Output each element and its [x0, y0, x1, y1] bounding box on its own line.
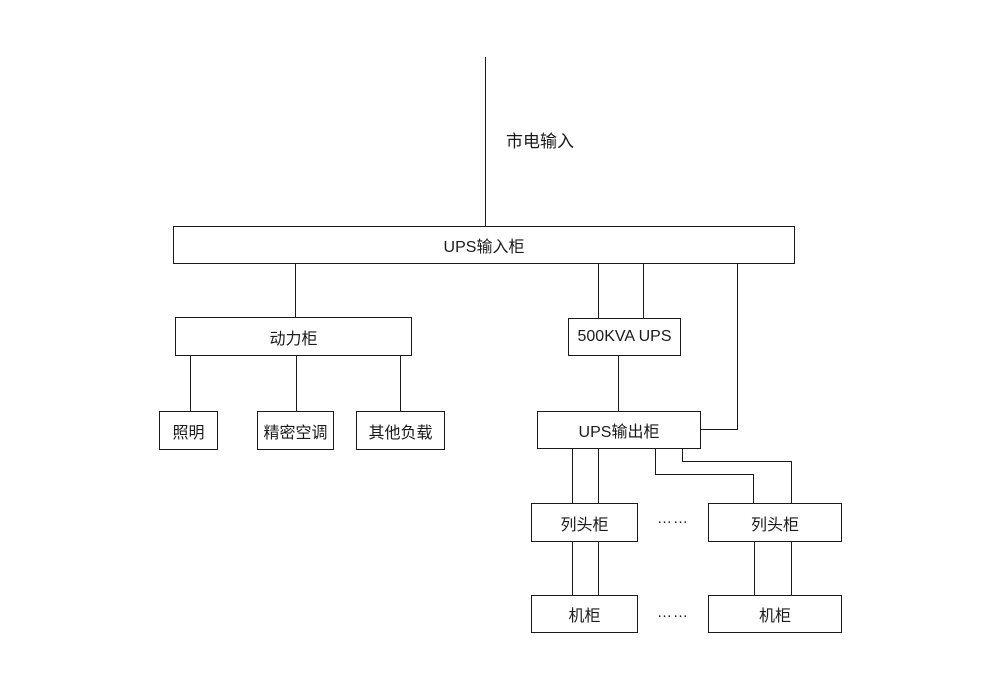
- node-precision-ac: 精密空调: [257, 411, 334, 450]
- edge-output-to-row-head-left-1: [572, 449, 573, 503]
- edge-mains-to-ups-input: [485, 57, 486, 226]
- edge-ups-input-to-power-cabinet: [295, 264, 296, 317]
- node-power-cabinet: 动力柜: [175, 317, 412, 356]
- edge-power-cabinet-to-other-loads: [400, 356, 401, 411]
- other-loads-label: 其他负载: [368, 424, 433, 442]
- edge-power-cabinet-to-precision-ac: [296, 356, 297, 411]
- ups-output-cabinet-label: UPS输出柜: [578, 424, 660, 441]
- edge-output-to-row-head-right-2-h: [682, 461, 792, 462]
- lighting-label: 照明: [172, 424, 205, 442]
- row-head-cabinet-right-label: 列头柜: [750, 516, 799, 534]
- edge-ups-input-to-ups-feed-1: [598, 264, 599, 318]
- node-rack-left: 机柜: [531, 595, 638, 633]
- node-rack-right: 机柜: [708, 595, 842, 633]
- row-head-cabinet-left-label: 列头柜: [560, 516, 609, 534]
- edge-row-head-left-to-rack-1: [572, 542, 573, 595]
- ups-500kva-label: 500KVA UPS: [577, 328, 672, 345]
- edge-row-head-right-to-rack-2: [791, 542, 792, 595]
- rack-left-label: 机柜: [568, 608, 601, 625]
- node-ups-500kva: 500KVA UPS: [568, 318, 681, 356]
- edge-output-to-row-head-right-2-v2: [791, 461, 792, 503]
- edge-ups-to-output-cabinet: [618, 356, 619, 411]
- mains-input-label: 市电输入: [506, 132, 574, 151]
- node-row-head-cabinet-left: 列头柜: [531, 503, 638, 542]
- node-other-loads: 其他负载: [356, 411, 445, 450]
- edge-output-to-row-head-right-1-v2: [753, 474, 754, 503]
- edge-row-head-right-to-rack-1: [754, 542, 755, 595]
- rack-ellipsis: ……: [657, 604, 689, 621]
- node-ups-output-cabinet: UPS输出柜: [537, 411, 701, 449]
- precision-ac-label: 精密空调: [263, 424, 328, 442]
- node-row-head-cabinet-right: 列头柜: [708, 503, 842, 542]
- edge-output-to-row-head-right-1-h: [655, 474, 754, 475]
- edge-output-to-row-head-left-2: [598, 449, 599, 503]
- edge-output-to-row-head-right-2-v1: [682, 449, 683, 462]
- edge-power-cabinet-to-lighting: [190, 356, 191, 411]
- row-head-ellipsis: ……: [657, 510, 689, 527]
- edge-bypass-horizontal: [701, 429, 738, 430]
- edge-ups-input-to-ups-feed-2: [643, 264, 644, 318]
- edge-bypass-vertical: [737, 264, 738, 430]
- edge-output-to-row-head-right-1-v1: [655, 449, 656, 475]
- rack-right-label: 机柜: [758, 608, 791, 625]
- node-ups-input-cabinet: UPS输入柜: [173, 226, 795, 264]
- power-cabinet-label: 动力柜: [269, 330, 318, 348]
- ups-input-cabinet-label: UPS输入柜: [443, 239, 525, 256]
- edge-row-head-left-to-rack-2: [598, 542, 599, 595]
- node-lighting: 照明: [159, 411, 218, 450]
